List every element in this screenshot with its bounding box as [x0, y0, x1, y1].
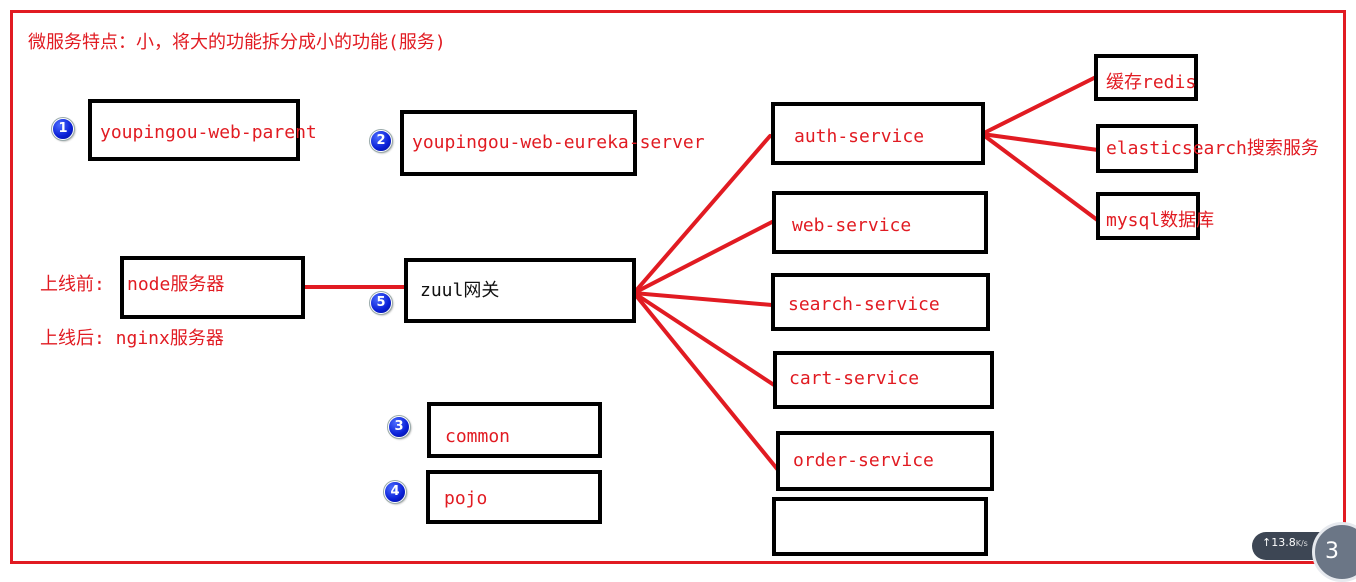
mysql-box[interactable]: [1096, 192, 1200, 240]
badge-4: 4: [383, 480, 407, 504]
line-auth-to-mysql: [980, 132, 1102, 224]
line-auth-to-es: [980, 132, 1100, 152]
diagram-frame: [10, 10, 1346, 564]
cart-service-label: cart-service: [789, 368, 920, 389]
redis-label: 缓存redis: [1106, 72, 1197, 93]
pojo-box[interactable]: [426, 470, 602, 524]
parent-box[interactable]: [88, 99, 300, 161]
before-launch-label: 上线前:: [40, 274, 105, 295]
line-zuul-to-web: [632, 220, 774, 295]
floating-ball[interactable]: 3: [1312, 522, 1356, 582]
mysql-label: mysql数据库: [1106, 210, 1215, 231]
floating-ball-text: 3: [1325, 539, 1339, 564]
pojo-label: pojo: [444, 488, 488, 509]
redis-box[interactable]: [1094, 54, 1198, 101]
cart-service-box[interactable]: [773, 351, 994, 409]
line-auth-to-redis: [980, 74, 1100, 136]
node-server-label: node服务器: [127, 274, 225, 295]
web-service-box[interactable]: [772, 191, 988, 254]
badge-3: 3: [387, 415, 411, 439]
common-box[interactable]: [427, 402, 602, 458]
zuul-box[interactable]: [404, 258, 636, 323]
speed-value: 13.8: [1271, 536, 1296, 549]
badge-5: 5: [369, 291, 393, 315]
line-zuul-to-auth: [632, 134, 772, 295]
auth-service-label: auth-service: [794, 126, 925, 147]
node-server-box[interactable]: [120, 256, 305, 319]
es-label: elasticsearch搜索服务: [1106, 138, 1319, 159]
order-service-box[interactable]: [776, 431, 994, 491]
after-launch-label: 上线后: nginx服务器: [40, 328, 224, 349]
line-zuul-to-cart: [632, 291, 776, 387]
badge-2: 2: [369, 129, 393, 153]
eureka-box[interactable]: [400, 110, 637, 176]
search-service-label: search-service: [788, 294, 940, 315]
auth-service-box[interactable]: [771, 102, 985, 165]
badge-1: 1: [51, 117, 75, 141]
upload-arrow-icon: ↑: [1262, 536, 1272, 549]
web-service-label: web-service: [792, 215, 912, 236]
zuul-label: zuul网关: [420, 280, 500, 301]
es-box[interactable]: [1096, 124, 1198, 173]
common-label: common: [445, 426, 511, 447]
eureka-label: youpingou-web-eureka-server: [412, 132, 705, 153]
parent-label: youpingou-web-parent: [100, 122, 317, 143]
line-zuul-to-order: [632, 291, 780, 472]
search-service-box[interactable]: [771, 273, 990, 331]
empty-service-box[interactable]: [772, 497, 988, 556]
order-service-label: order-service: [793, 450, 934, 471]
diagram-title: 微服务特点：小，将大的功能拆分成小的功能(服务): [28, 32, 446, 53]
line-zuul-to-search: [632, 291, 774, 307]
speed-unit: K/s: [1295, 539, 1308, 548]
